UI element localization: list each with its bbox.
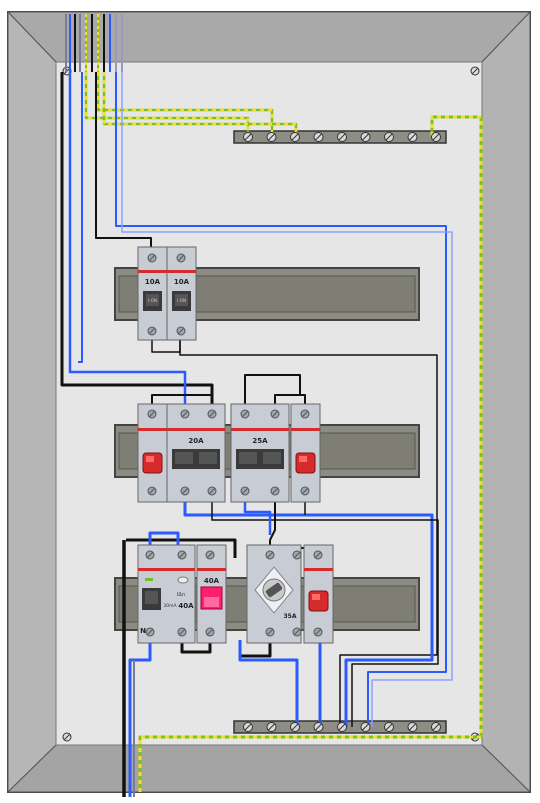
terminal-slot <box>244 723 252 731</box>
rating-label: 10A <box>174 278 190 286</box>
terminal-slot <box>268 723 275 731</box>
switch-module-bottom[interactable] <box>303 544 334 644</box>
terminal-slot <box>315 133 322 141</box>
rating-label: 35A <box>284 613 297 620</box>
terminal-slot <box>338 723 346 731</box>
rcd-sensitivity: 30mA <box>163 603 177 609</box>
mcb-25a-double[interactable]: 25A <box>230 403 290 503</box>
incoming-feeder <box>65 14 123 72</box>
terminal-slot <box>268 133 275 141</box>
terminal-slot <box>315 723 322 731</box>
mcb-40a[interactable]: 40A <box>196 544 227 644</box>
terminal-slot <box>291 133 299 141</box>
screw-icon <box>62 732 72 742</box>
rating-label: 25A <box>252 437 268 445</box>
terminal-slot <box>409 723 416 731</box>
terminal-slot <box>385 723 393 731</box>
rating-label: 40A <box>204 577 220 585</box>
svg-text:I-ON: I-ON <box>177 298 186 303</box>
neutral-busbar-terminals <box>243 722 441 732</box>
rotary-switch-35a[interactable]: 35A <box>246 544 302 644</box>
svg-text:I-ON: I-ON <box>148 298 157 303</box>
rotary-knob-icon[interactable] <box>265 582 283 598</box>
terminal-slot <box>409 133 416 141</box>
terminal-slot <box>362 723 369 731</box>
rcd-40a[interactable]: IΔn 30mA 40A N <box>137 544 196 644</box>
screw-icon <box>470 66 480 76</box>
switch-module-left[interactable] <box>137 403 168 503</box>
terminal-slot <box>362 133 369 141</box>
earth-wires <box>84 72 483 792</box>
mcb-top-right[interactable]: 10A I-ON <box>166 246 197 341</box>
wiring <box>60 14 483 797</box>
terminal-slot <box>338 133 346 141</box>
mcb-20a-double[interactable]: 20A <box>166 403 226 503</box>
mcb-top-left[interactable]: 10A I-ON <box>137 246 168 341</box>
rating-label: 10A <box>145 278 161 286</box>
switch-module-right[interactable] <box>290 403 321 503</box>
terminal-slot <box>432 133 440 141</box>
terminal-slot <box>432 723 440 731</box>
rating-label: 20A <box>188 437 204 445</box>
rcd-symbol: IΔn <box>177 592 185 598</box>
rating-label: 40A <box>178 602 194 610</box>
earth-busbar-terminals <box>243 132 441 142</box>
terminal-slot <box>244 133 252 141</box>
terminal-slot <box>385 133 393 141</box>
terminal-slot <box>291 723 299 731</box>
neutral-label: N <box>140 627 146 635</box>
